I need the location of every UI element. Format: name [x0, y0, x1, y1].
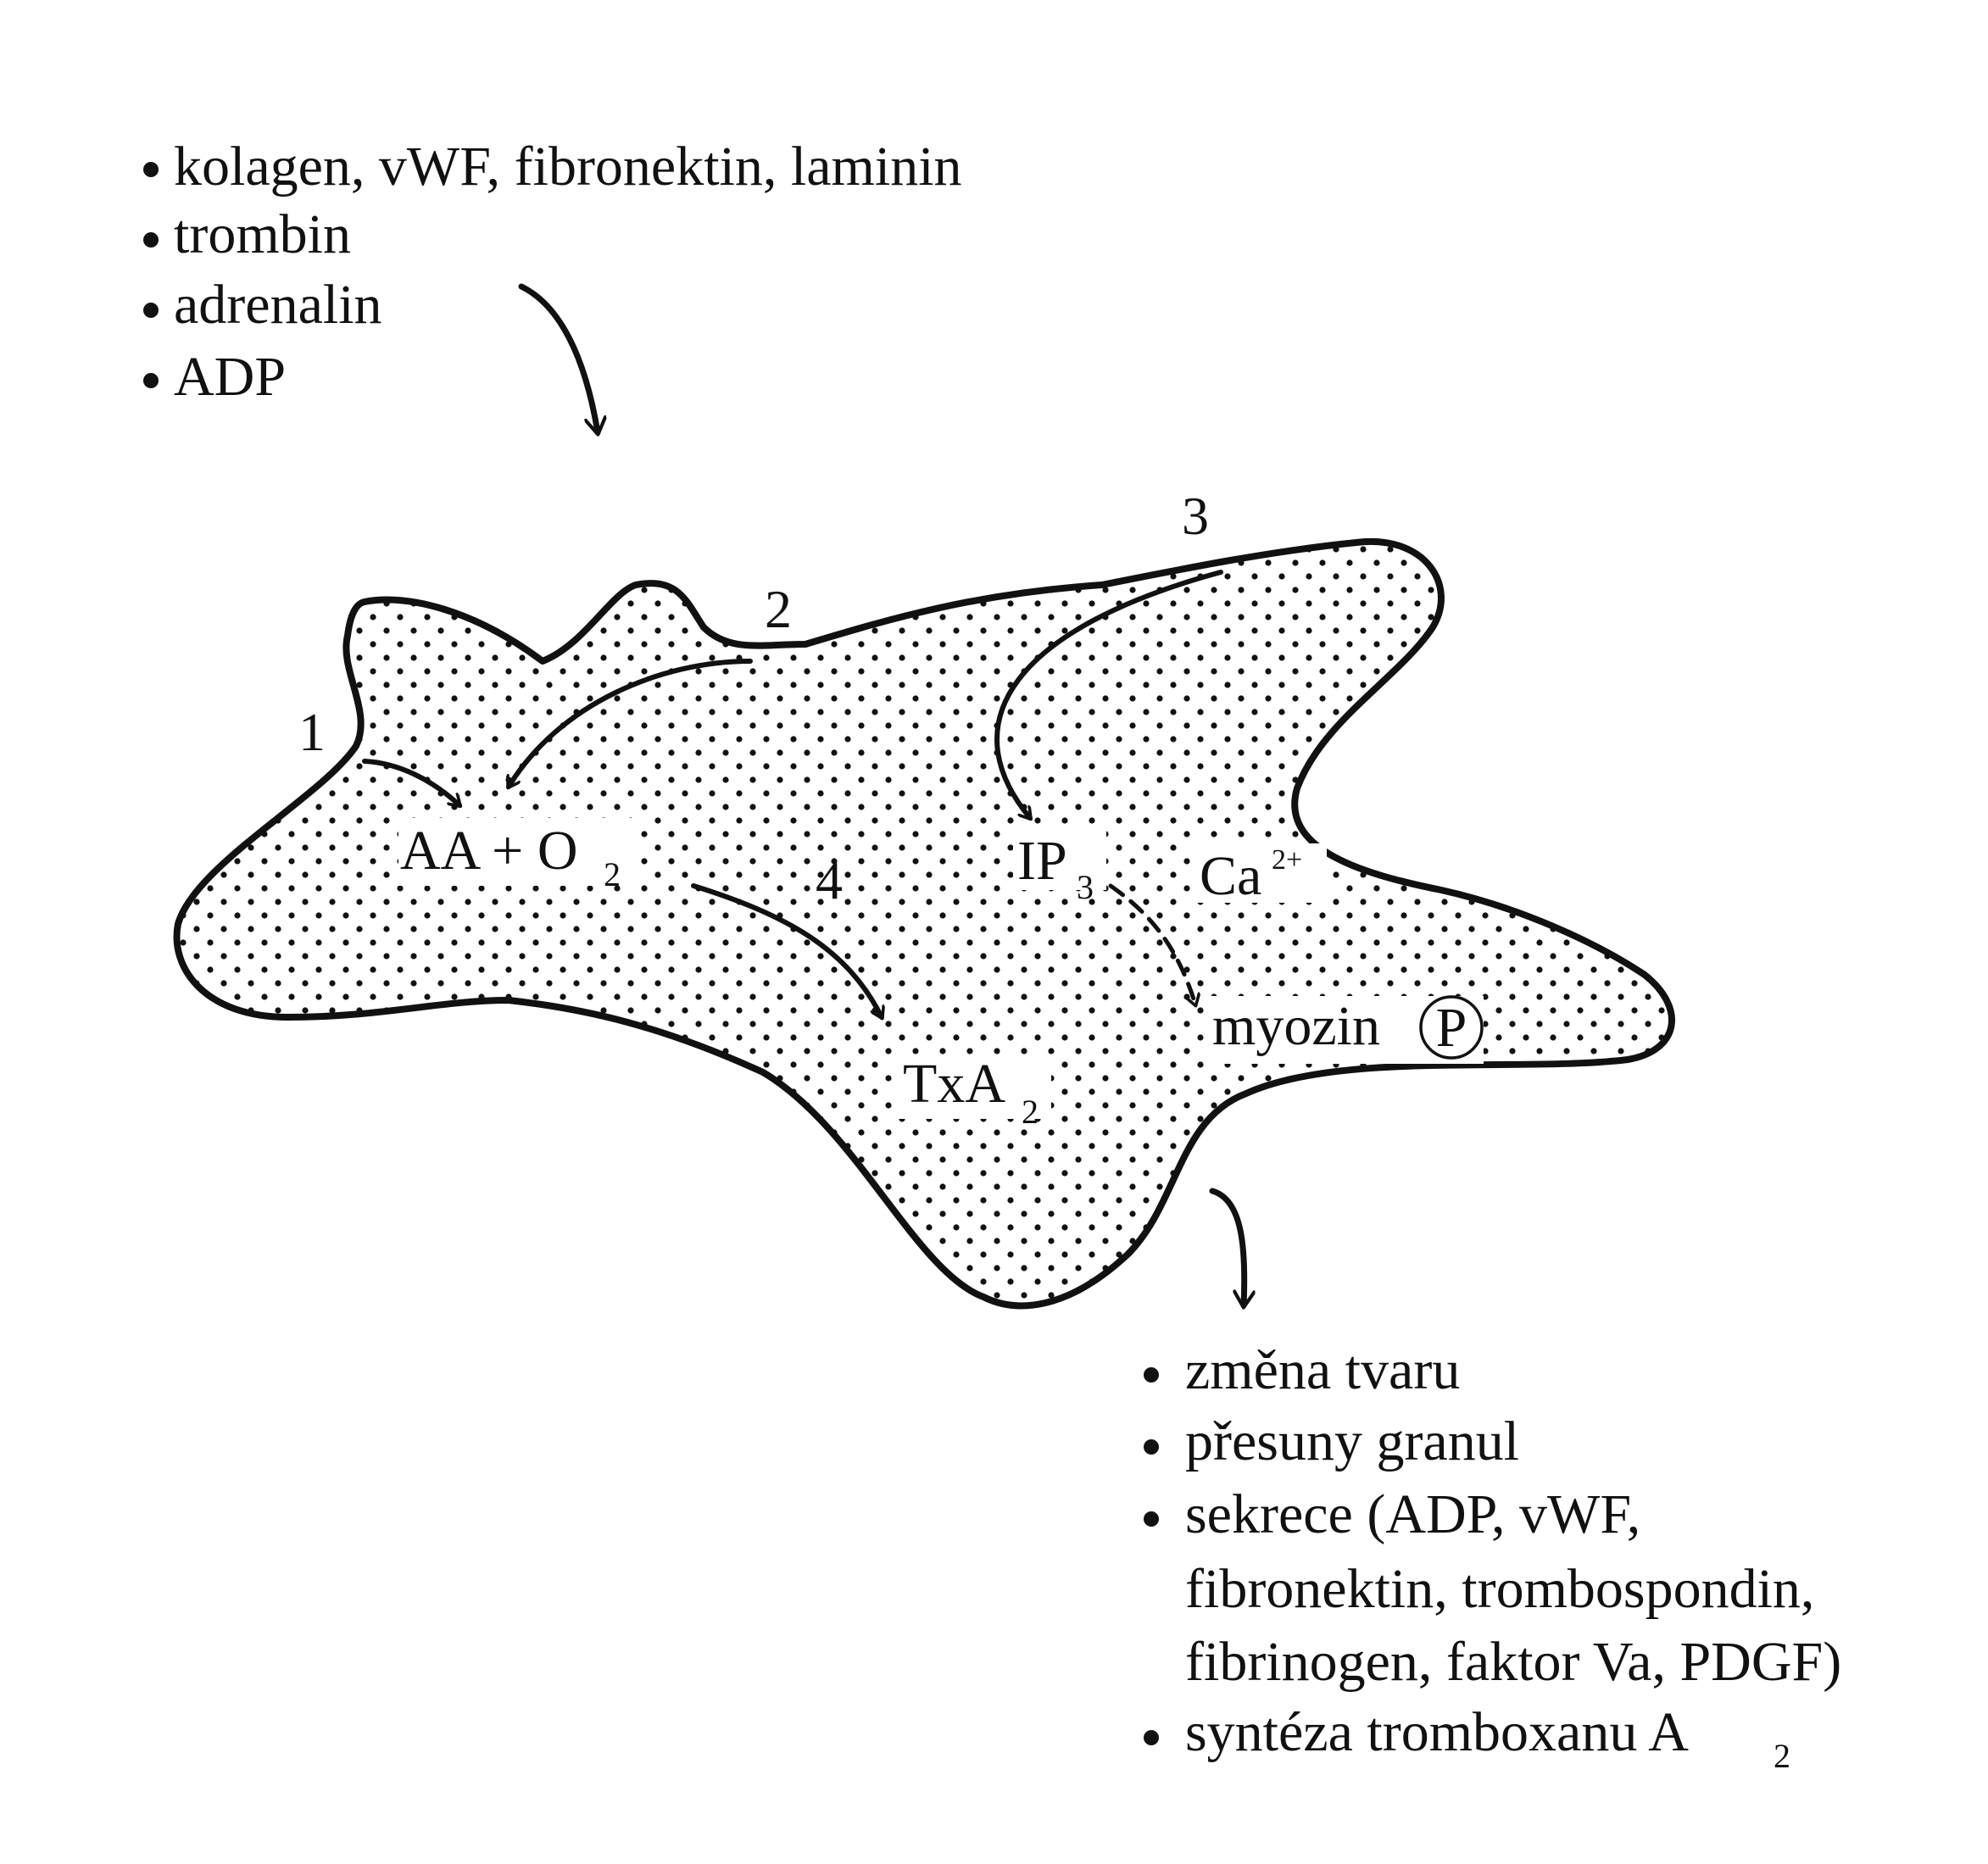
label-ip3-sub: 3 — [1077, 868, 1094, 906]
input-list: kolagen, vWF, fibronektin, laminin tromb… — [143, 136, 962, 408]
input-item: ADP — [174, 346, 286, 408]
step-number-4: 4 — [816, 850, 843, 910]
label-ca-sup: 2+ — [1272, 844, 1302, 876]
input-arrow — [518, 283, 598, 432]
output-item-sub: 2 — [1774, 1737, 1790, 1775]
arrow-2 — [506, 659, 753, 787]
step-number-2: 2 — [765, 579, 792, 639]
platelet-cell: 1 2 3 4 AA + O 2 IP 3 Ca 2+ myozin P TxA… — [173, 486, 1675, 1310]
input-item: kolagen, vWF, fibronektin, laminin — [174, 136, 962, 198]
arrow-1 — [362, 759, 459, 805]
output-item: syntéza tromboxanu A — [1185, 1701, 1689, 1763]
arrow-4 — [691, 883, 882, 1017]
bullet — [143, 303, 159, 318]
bullet — [1144, 1730, 1159, 1745]
bullet — [1144, 1439, 1159, 1455]
arrow-3 — [994, 570, 1223, 818]
phosphate-circle — [1419, 995, 1484, 1060]
output-item: sekrece (ADP, vWF, — [1185, 1483, 1640, 1545]
label-myozin: myozin — [1212, 995, 1380, 1057]
input-item: adrenalin — [174, 274, 382, 336]
step-number-3: 3 — [1182, 486, 1209, 546]
bullet — [1144, 1511, 1159, 1527]
input-item: trombin — [174, 203, 351, 265]
label-aa-o2: AA + O — [400, 820, 578, 882]
phosphate-marker: P — [1436, 997, 1467, 1059]
output-item: změna tvaru — [1185, 1339, 1460, 1401]
cell-outline — [173, 537, 1675, 1310]
label-ca: Ca — [1200, 845, 1261, 907]
step-number-1: 1 — [298, 702, 326, 762]
bullet — [143, 162, 159, 177]
label-txa2: TxA — [903, 1053, 1005, 1115]
output-list: změna tvaru přesuny granul sekrece (ADP,… — [1144, 1339, 1841, 1775]
output-item-continued: fibrinogen, faktor Va, PDGF) — [1185, 1631, 1841, 1693]
arrow-dashed-ip3-myozin — [1108, 883, 1195, 1004]
label-ip3: IP — [1017, 830, 1067, 892]
output-arrow — [1209, 1188, 1245, 1305]
cell-dot-fill — [176, 541, 1673, 1306]
bullet — [143, 232, 159, 248]
bullet — [1144, 1367, 1159, 1383]
output-item-continued: fibronektin, trombospondin, — [1185, 1558, 1814, 1620]
output-item: přesuny granul — [1185, 1411, 1519, 1472]
label-txa2-sub: 2 — [1022, 1093, 1039, 1131]
label-aa-o2-sub: 2 — [604, 855, 621, 893]
bullet — [143, 373, 159, 388]
